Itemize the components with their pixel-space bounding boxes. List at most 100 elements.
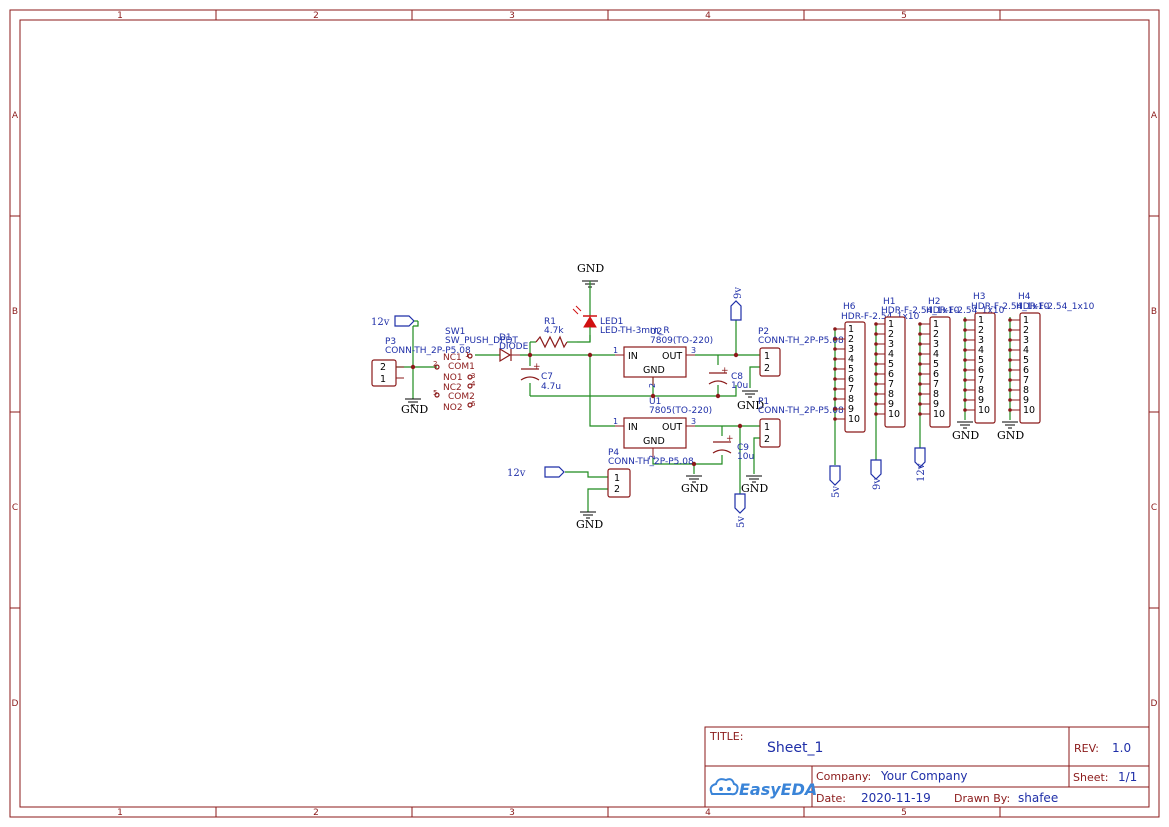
net-label-5v: 5v (736, 516, 747, 528)
net-label-12v: 12v (916, 463, 927, 482)
header-pin-number: 7 (848, 384, 854, 395)
header-pin-junction (1008, 318, 1012, 322)
row-label-left: C (12, 503, 18, 513)
header-pin-junction (833, 327, 837, 331)
header-pin-junction (1008, 408, 1012, 412)
component-value: CONN-TH_2P-P5.08 (758, 336, 844, 346)
header-pin-number: 4 (888, 349, 894, 360)
ref-designator: H6 (843, 302, 856, 312)
header-pin-number: 7 (888, 379, 894, 390)
header-pin-number: 1 (978, 315, 984, 326)
diode-d1[interactable]: D1 DIODE (499, 333, 529, 363)
gnd-symbol-p3: GND (401, 396, 428, 416)
header-pin-number: 4 (848, 354, 854, 365)
header-pin-number: 7 (933, 379, 939, 390)
header-pin-number: 8 (888, 389, 894, 400)
net-flag-5v-header: 5v (829, 465, 842, 498)
gnd-label: GND (401, 403, 428, 416)
ref-designator: H4 (1018, 292, 1031, 302)
ref-designator: U1 (649, 397, 661, 407)
header-pin-junction (918, 332, 922, 336)
component-value: HDR-F-2.54_1x10 (881, 306, 960, 316)
header-pin-junction (874, 352, 878, 356)
header-pin-junction (833, 407, 837, 411)
ref-designator: C7 (541, 372, 553, 382)
gnd-symbol-c8: GND (737, 390, 764, 412)
net-flag-9v-header: 9v (870, 459, 883, 490)
net-flag-12v-bottom: 12v (507, 466, 565, 479)
pin-number: 2 (380, 362, 386, 373)
connector-p1[interactable]: 1 2 P1 CONN-TH_2P-P5.08 (758, 397, 844, 448)
header-pin-number: 4 (1023, 345, 1029, 356)
svg-text:1: 1 (613, 346, 618, 355)
led-led1[interactable]: LED1 LED-TH-3mm_R (572, 305, 670, 343)
component-value: SW_PUSH_DPDT (445, 336, 518, 346)
date-label: Date: (816, 792, 846, 805)
connector-p2[interactable]: 1 2 P2 CONN-TH_2P-P5.08 (758, 327, 844, 377)
pin-label: IN (628, 422, 638, 433)
ref-designator: P1 (758, 397, 769, 407)
row-label-left: B (12, 307, 18, 317)
pin-number: 2 (764, 434, 770, 445)
header-pin-number: 5 (1023, 355, 1029, 366)
col-label-top: 5 (901, 11, 907, 21)
header-pin-number: 1 (888, 319, 894, 330)
title-label: TITLE: (709, 730, 743, 743)
net-flag-12v-header: 12v (914, 447, 927, 482)
resistor-r1[interactable]: R1 4.7k (535, 317, 568, 349)
header-pin-number: 3 (1023, 335, 1029, 346)
pin-number: 2 (614, 484, 620, 495)
connector-p4[interactable]: 1 2 P4 CONN-TH_2P-P5.08 (607, 448, 694, 498)
header-pin-junction (1008, 368, 1012, 372)
header-pin-number: 1 (1023, 315, 1029, 326)
header-pin-number: 5 (848, 364, 854, 375)
ref-designator: C9 (737, 443, 749, 453)
drawing-frame: 1 2 3 4 5 1 2 3 4 5 A B C D A B C D (9, 9, 1160, 818)
header-pin-number: 6 (1023, 365, 1029, 376)
ref-designator: LED1 (600, 317, 623, 327)
header-pin-junction (874, 322, 878, 326)
company-value: Your Company (880, 769, 968, 783)
component-value: DIODE (499, 342, 529, 352)
connector-p3[interactable]: 2 1 P3 CONN-TH_2P-P5.08 (371, 337, 471, 387)
header-pin-number: 4 (933, 349, 939, 360)
header-pin-junction (918, 322, 922, 326)
component-value: 7805(TO-220) (649, 406, 712, 416)
capacitor-c8[interactable]: + C8 10u (708, 366, 748, 391)
regulator-u2[interactable]: IN OUT GND 1 3 2 U2 7809(TO-220) (613, 327, 713, 388)
header-pin-number: 10 (888, 409, 900, 420)
header-pin-junction (963, 388, 967, 392)
header-pin-junction (874, 342, 878, 346)
capacitor-c9[interactable]: + C9 10u (712, 434, 754, 462)
svg-text:+: + (726, 434, 734, 444)
pin-number: 1 (614, 473, 620, 484)
gnd-label: GND (576, 518, 603, 531)
switch-pin: NC2 (443, 383, 462, 393)
svg-text:6: 6 (471, 400, 476, 408)
net-label-12v: 12v (371, 317, 390, 328)
col-label-bottom: 4 (705, 808, 711, 818)
col-label-bottom: 3 (509, 808, 515, 818)
header-pin-junction (918, 342, 922, 346)
header-pin-number: 2 (888, 329, 894, 340)
switch-pin: NO2 (443, 403, 463, 413)
header-pin-junction (918, 352, 922, 356)
header-pin-number: 5 (933, 359, 939, 370)
inner-border (19, 19, 1150, 808)
drawn-by-label: Drawn By: (954, 792, 1010, 805)
header-pin-number: 6 (888, 369, 894, 380)
ref-designator: D1 (499, 333, 512, 343)
header-pin-junction (1008, 328, 1012, 332)
header-pin-junction (833, 417, 837, 421)
easyeda-cloud-icon (709, 778, 739, 796)
header-pin-junction (1008, 378, 1012, 382)
regulator-u1[interactable]: IN OUT GND 1 3 2 U1 7805(TO-220) (613, 397, 712, 460)
net-flag-5v-bottom: 5v (734, 493, 747, 528)
capacitor-c7[interactable]: + C7 4.7u (520, 362, 561, 392)
switch-sw1[interactable]: SW1 SW_PUSH_DPDT NC1 COM1 NO1 NC2 COM2 N… (433, 327, 518, 413)
